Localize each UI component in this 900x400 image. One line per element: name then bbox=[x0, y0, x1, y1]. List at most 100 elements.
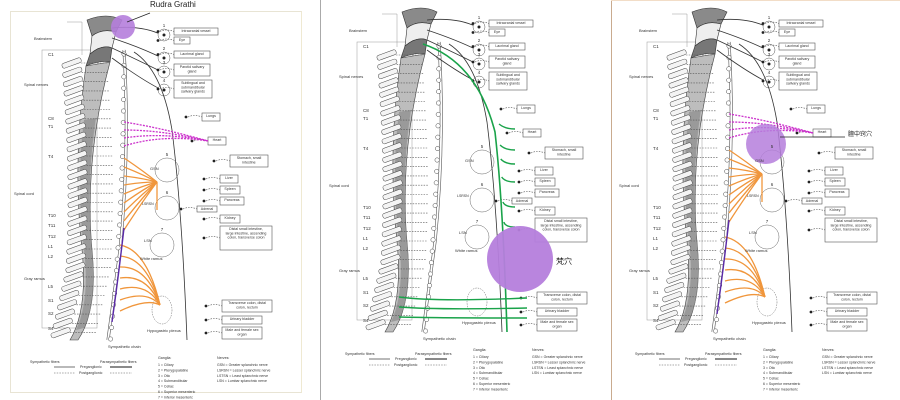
postganglionic-fiber bbox=[764, 21, 780, 24]
spinal-nerve-root bbox=[381, 133, 402, 145]
ganglion-dot bbox=[767, 25, 771, 29]
panel-top-edge bbox=[611, 0, 900, 1]
ganglion-dot bbox=[477, 80, 481, 84]
organ-label: Heart bbox=[818, 130, 827, 134]
legend-ganglion-item: 5 = Celiac bbox=[158, 385, 174, 389]
gsn-label: GSN bbox=[465, 158, 474, 163]
organ-label: submandibular bbox=[496, 77, 520, 81]
spinal-nerves-label: Spinal nerves bbox=[24, 82, 48, 87]
chain-ganglion bbox=[109, 325, 115, 331]
organ-label: colon, rectum bbox=[551, 297, 573, 301]
spinal-nerve-root bbox=[63, 271, 84, 283]
vertebral-level-label: S4 bbox=[48, 326, 54, 331]
chain-ganglion bbox=[436, 77, 442, 83]
spinal-nerve-root bbox=[367, 309, 388, 321]
legend-ganglia-title: Ganglia: bbox=[158, 356, 171, 360]
legend-ganglion-item: 2 = Pterygopalatine bbox=[763, 360, 793, 364]
organ-label: large intestine, ascending bbox=[226, 231, 267, 235]
hypogastric-plexus bbox=[466, 287, 488, 317]
spinal-nerve-root bbox=[672, 216, 693, 228]
legend-nerve-item: GSN = Greater splanchnic nerve bbox=[532, 355, 583, 359]
organ-label: Kidney bbox=[540, 208, 551, 212]
terminal-dot bbox=[156, 53, 160, 56]
chain-ganglion bbox=[719, 248, 725, 254]
vagus-branch-highlight bbox=[500, 158, 516, 165]
postganglionic-fiber bbox=[205, 177, 221, 180]
vagus-branch-highlight bbox=[502, 201, 516, 208]
spinal-nerve-root bbox=[66, 252, 86, 264]
legend-ganglion-item: 6 = Superior mesenteric bbox=[158, 390, 196, 394]
vertebral-level-label: L5 bbox=[653, 276, 659, 281]
brainstem-bracket bbox=[67, 21, 83, 55]
organ-label: Sublingual and bbox=[786, 73, 810, 77]
organ-label: Distal small intestine, bbox=[834, 219, 868, 223]
chain-ganglion bbox=[725, 134, 731, 140]
lumbar-highlight bbox=[119, 286, 161, 306]
spinal-nerve-root bbox=[67, 169, 88, 181]
lumbar-highlight bbox=[119, 301, 161, 312]
chain-ganglion bbox=[435, 111, 441, 117]
vertebral-level-label: L1 bbox=[363, 236, 369, 241]
spinal-nerve-root bbox=[62, 76, 83, 88]
organ-label: Parotid salivary bbox=[180, 65, 205, 69]
spinal-nerve-root bbox=[666, 49, 687, 61]
organ-label: Spleen bbox=[539, 179, 550, 183]
chain-ganglion bbox=[726, 77, 732, 83]
spinal-nerve-root bbox=[64, 104, 85, 115]
chain-ganglion bbox=[722, 203, 728, 209]
chain-ganglion bbox=[118, 188, 124, 194]
organ-label: Urinary bladder bbox=[545, 309, 570, 313]
vertebral-level-label: L2 bbox=[48, 254, 54, 259]
plexus-circle bbox=[149, 232, 175, 258]
preganglionic-fiber bbox=[716, 29, 768, 51]
terminal-dot bbox=[807, 209, 811, 213]
vertebral-level-label: L2 bbox=[653, 246, 659, 251]
vertebral-level-label: T12 bbox=[363, 226, 371, 231]
legend-preganglionic: Preganglionic bbox=[395, 357, 417, 361]
legend-nerve-item: LSTSN = Least splanchnic nerve bbox=[822, 366, 873, 370]
organ-label: Spleen bbox=[829, 179, 840, 183]
chain-ganglion bbox=[114, 256, 120, 262]
sympathetic-chain-inner bbox=[107, 49, 128, 341]
postganglionic-fiber bbox=[508, 131, 524, 134]
spinal-nerve-root bbox=[669, 96, 690, 107]
organ-label: salivary glands bbox=[786, 82, 810, 86]
white-ramus-label: White ramus bbox=[140, 256, 162, 261]
ganglion-number: 1 bbox=[478, 15, 481, 20]
organ-label: Intracranial vessel bbox=[497, 21, 526, 25]
organ-label: colon, transverse colon bbox=[228, 236, 265, 240]
vertebral-level-label: C8 bbox=[653, 108, 659, 113]
terminal-dot bbox=[761, 22, 765, 25]
spinal-nerve-root bbox=[672, 142, 692, 154]
vertebral-level-label: T11 bbox=[653, 215, 661, 220]
spinal-nerve-root bbox=[66, 131, 87, 143]
legend-ganglion-item: 2 = Pterygopalatine bbox=[473, 360, 503, 364]
plexus-circle bbox=[759, 187, 785, 213]
hypogastric-plexus bbox=[151, 295, 173, 325]
postganglionic-fiber bbox=[522, 323, 538, 326]
vertebral-level-label: T11 bbox=[48, 223, 56, 228]
preganglionic-fiber bbox=[716, 39, 768, 65]
spinal-nerve-root bbox=[67, 197, 88, 208]
organ-label: Lacrimal gland bbox=[785, 44, 808, 48]
splanchnic-highlight bbox=[728, 158, 763, 175]
organ-label: Male and female sex bbox=[830, 320, 863, 324]
chain-ganglion bbox=[428, 260, 434, 266]
chain-ganglion bbox=[725, 146, 730, 152]
spinal-nerve-root bbox=[672, 151, 693, 163]
postganglionic-fiber bbox=[187, 115, 203, 118]
ganglion-dot bbox=[767, 48, 771, 52]
spinal-nerve-root bbox=[672, 179, 693, 191]
postganglionic-fiber bbox=[159, 38, 175, 41]
spinal-nerve-root bbox=[669, 86, 690, 98]
organ-label: salivary glands bbox=[181, 90, 205, 94]
annotation-leader bbox=[126, 12, 151, 23]
organ-label: Heart bbox=[213, 138, 222, 142]
organ-label: Eye bbox=[494, 30, 500, 34]
spinal-nerve-root bbox=[667, 68, 688, 80]
chain-ganglion bbox=[436, 100, 441, 106]
heart-fiber-highlight bbox=[728, 129, 814, 139]
brainstem-label: Brainstem bbox=[34, 36, 53, 41]
chain-ganglion bbox=[434, 157, 440, 163]
spinal-nerve-root bbox=[671, 226, 692, 238]
